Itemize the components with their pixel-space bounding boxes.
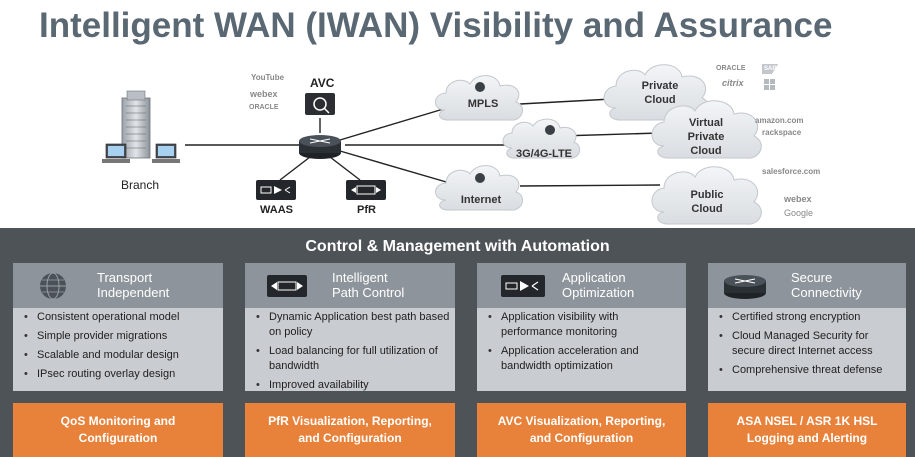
internet-cloud: [435, 165, 524, 211]
list-item: Cloud Managed Security for secure direct…: [716, 329, 902, 359]
globe-icon: [40, 272, 66, 300]
list-item: Scalable and modular design: [21, 348, 219, 363]
panel-title: Application Optimization: [562, 270, 635, 300]
connection-lines: [185, 98, 661, 187]
bullet-list: Certified strong encryption Cloud Manage…: [716, 310, 902, 382]
rackspace-logo: rackspace: [762, 128, 802, 137]
list-item: Simple provider migrations: [21, 329, 219, 344]
private-cloud-label: Private Cloud: [641, 80, 679, 106]
band-title: Control & Management with Automation: [305, 238, 610, 255]
list-item: Consistent operational model: [21, 310, 219, 325]
branch-label: Branch: [121, 178, 160, 192]
panel-path-control: Intelligent Path Control Dynamic Applica…: [245, 263, 455, 393]
sap-logo: SAP: [764, 66, 777, 72]
waas-label: WAAS: [260, 204, 293, 216]
list-item: Dynamic Application best path based on p…: [253, 310, 451, 340]
panel-title: Secure Connectivity: [791, 270, 862, 300]
branch-building-icon: [102, 90, 180, 163]
panel-title: Transport Independent: [97, 270, 170, 300]
router-icon: [724, 275, 766, 299]
lte-cloud-label: 3G/4G-LTE: [515, 148, 573, 160]
footer-avc-visualization: AVC Visualization, Reporting, and Config…: [477, 403, 686, 457]
pfr-icon: [346, 180, 386, 200]
google-logo: Google: [784, 208, 814, 218]
panel-secure-connectivity: Secure Connectivity Certified strong enc…: [708, 263, 906, 391]
amazon-logo: amazon.com: [755, 116, 804, 125]
waas-icon: [256, 180, 296, 200]
panel-title: Intelligent Path Control: [332, 270, 405, 300]
internet-cloud-label: Internet: [460, 194, 502, 206]
list-item: Load balancing for full utilization of b…: [253, 344, 451, 374]
webex-logo-cloud: webex: [784, 194, 812, 204]
footer-qos-monitoring: QoS Monitoring and Configuration: [13, 403, 223, 457]
public-cloud-label: Public Cloud: [690, 189, 724, 215]
avc-icon: [305, 93, 335, 115]
sap-logo-icon: [762, 64, 778, 74]
salesforce-logo: salesforce.com: [762, 167, 821, 176]
router-icon: [299, 135, 341, 159]
public-cloud: [651, 166, 762, 225]
windows-logo-icon: [764, 79, 775, 90]
waas-icon: [501, 275, 545, 297]
list-item: Certified strong encryption: [716, 310, 902, 325]
list-item: IPsec routing overlay design: [21, 367, 219, 382]
page-title: Intelligent WAN (IWAN) Visibility and As…: [39, 6, 833, 45]
panel-app-optimization: Application Optimization Application vis…: [477, 263, 686, 391]
virtual-private-cloud-label: Virtual Private Cloud: [687, 117, 725, 157]
path-control-icon: [267, 275, 307, 297]
youtube-logo: YouTube: [251, 73, 285, 82]
avc-label: AVC: [310, 76, 335, 90]
mpls-cloud: [434, 75, 524, 121]
list-item: Comprehensive threat defense: [716, 363, 902, 378]
citrix-logo: citrix: [722, 78, 744, 88]
bullet-list: Dynamic Application best path based on p…: [253, 310, 451, 397]
bullet-list: Application visibility with performance …: [485, 310, 682, 378]
panel-transport: Transport Independent Consistent operati…: [13, 263, 223, 391]
footer-asa-logging: ASA NSEL / ASR 1K HSL Logging and Alerti…: [708, 403, 906, 457]
bullet-list: Consistent operational model Simple prov…: [21, 310, 219, 386]
webex-logo: webex: [250, 89, 278, 99]
mpls-cloud-label: MPLS: [467, 98, 499, 110]
virtual-private-cloud: [651, 100, 762, 159]
list-item: Improved availability: [253, 378, 451, 393]
pfr-label: PfR: [357, 204, 376, 216]
footer-pfr-visualization: PfR Visualization, Reporting, and Config…: [245, 403, 455, 457]
topology-diagram: [102, 64, 778, 225]
list-item: Application visibility with performance …: [485, 310, 682, 340]
lte-cloud: [502, 118, 581, 159]
oracle-logo-cloud: ORACLE: [716, 65, 746, 72]
list-item: Application acceleration and bandwidth o…: [485, 344, 682, 374]
oracle-logo: ORACLE: [249, 104, 279, 111]
